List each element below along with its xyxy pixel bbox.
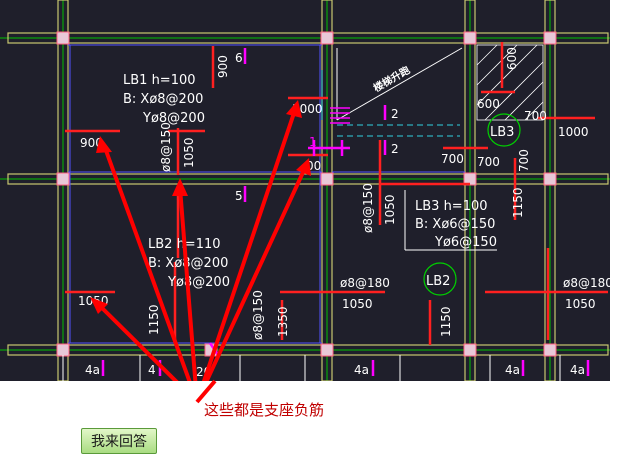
- dim-1050-b: 1050: [383, 194, 397, 225]
- dim-5: 5: [235, 189, 243, 203]
- bottom-lines: [62, 355, 561, 381]
- annotation-text: 这些都是支座负筋: [204, 401, 324, 419]
- stair-label: 楼梯升跑: [371, 63, 412, 94]
- dim-texts: 900 6 1000 5 2 2 1 00 600 700 700 700 10…: [78, 51, 610, 379]
- lb1-y-rebar: Yø8@200: [142, 111, 205, 126]
- rebar-v1: ø8@150: [159, 122, 173, 172]
- dim-1050-c: 1050: [342, 297, 373, 311]
- rebar-v3: ø8@150: [251, 290, 265, 340]
- dim-1000-right: 1000: [558, 125, 589, 139]
- dim-600: 600: [477, 97, 500, 111]
- dim-1050-d: 1050: [565, 297, 596, 311]
- rebar-h1: ø8@180: [340, 276, 390, 290]
- dim-2a: 2: [391, 107, 399, 121]
- lb2-circle-label: LB2: [426, 274, 450, 289]
- dim-1050-a: 1050: [182, 137, 196, 168]
- dim-1150-right: 1150: [511, 187, 525, 218]
- rebar-v2: ø8@150: [361, 183, 375, 233]
- annotation-arrows: [90, 100, 311, 381]
- blue-lines: [68, 44, 465, 344]
- axis-lines: [0, 0, 610, 381]
- stair-hatch: [476, 44, 544, 121]
- lb1-x-rebar: B: Xø8@200: [123, 92, 203, 107]
- lb3-title: LB3 h=100: [415, 199, 488, 214]
- rebar-lines: [65, 42, 608, 345]
- stair-opening: [336, 47, 463, 121]
- dim-texts-vertical: 900 ø8@150 1050 ø8@150 1050 600 700 1150…: [147, 47, 531, 340]
- magenta-spring: [330, 107, 350, 124]
- dim-700-d: 700: [517, 149, 531, 172]
- dim-4a-5: 4a: [570, 363, 585, 377]
- dim-1-mark: 1: [309, 135, 317, 149]
- lb3-x-rebar: B: Xø6@150: [415, 217, 495, 232]
- cad-drawing: LB3 LB2 LB1 h=100 B: Xø8@200 Yø8@200 LB2…: [0, 0, 610, 381]
- beams: [7, 0, 609, 381]
- dim-700-a: 700: [441, 152, 464, 166]
- lb3-circle-label: LB3: [490, 125, 514, 140]
- answer-button[interactable]: 我来回答: [81, 428, 157, 454]
- columns: [56, 31, 557, 357]
- rebar-h2: ø8@180: [563, 276, 610, 290]
- lb3-y-rebar: Yø6@150: [434, 235, 497, 250]
- lb3-box: [404, 190, 497, 251]
- dim-900-top: 900: [216, 55, 230, 78]
- dim-4a-4: 4a: [505, 363, 520, 377]
- dim-4a-1: 4a: [85, 363, 100, 377]
- lb2-circle: [423, 262, 457, 296]
- cyan-dash: [337, 124, 460, 137]
- dim-2b: 2: [391, 142, 399, 156]
- dim-600-top: 600: [505, 47, 519, 70]
- dim-1150-c: 1150: [439, 306, 453, 337]
- dim-4a-3: 4a: [354, 363, 369, 377]
- dim-1350: 1350: [276, 306, 290, 337]
- dim-900-left: 900: [80, 136, 103, 150]
- dim-700-b: 700: [477, 155, 500, 169]
- dim-1150-left2: 1150: [147, 304, 161, 335]
- lb3-circle: [487, 113, 521, 147]
- lb2-y-rebar: Yø8@200: [167, 275, 230, 290]
- dim-4a-2: 4: [148, 363, 156, 377]
- dim-700-c: 700: [524, 109, 547, 123]
- lb2-x-rebar: B: Xø8@200: [148, 256, 228, 271]
- lb1-title: LB1 h=100: [123, 73, 196, 88]
- dim-6: 6: [235, 51, 243, 65]
